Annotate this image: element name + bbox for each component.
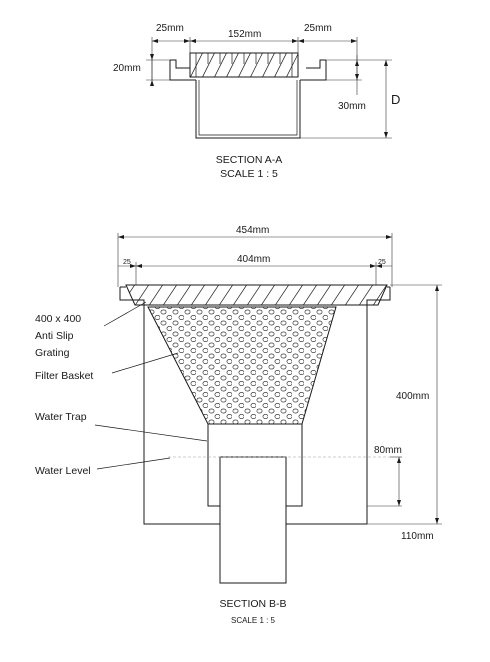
callout-grating-line3: Grating <box>35 347 70 359</box>
b-outlet-110-dim: 110mm <box>401 531 434 542</box>
callout-water-level: Water Level <box>35 465 91 477</box>
b-overall-dim: 454mm <box>236 225 269 236</box>
section-b-drawing <box>94 233 442 584</box>
a-depth-30-dim: 30mm <box>338 101 366 112</box>
section-a-scale: SCALE 1 : 5 <box>220 168 278 180</box>
section-a-drawing <box>146 37 392 139</box>
a-width-dim: 152mm <box>228 29 261 40</box>
callout-grating-line1: 400 x 400 <box>35 313 81 325</box>
a-right-flange-dim: 25mm <box>304 23 332 34</box>
callout-filter-basket: Filter Basket <box>35 370 93 382</box>
section-b-scale: SCALE 1 : 5 <box>231 616 276 625</box>
section-b-title: SECTION B-B <box>219 598 286 610</box>
callout-grating-line2: Anti Slip <box>35 330 74 342</box>
callout-water-trap: Water Trap <box>35 411 87 423</box>
b-height-400-dim: 400mm <box>396 391 429 402</box>
a-left-flange-dim: 25mm <box>156 23 184 34</box>
b-left-25-dim: 25 <box>123 259 131 266</box>
a-flange-height-dim: 20mm <box>113 63 141 74</box>
b-right-25-dim: 25 <box>378 259 386 266</box>
b-inner-dim: 404mm <box>237 254 270 265</box>
a-depth-d-dim: D <box>391 92 400 107</box>
section-a-title: SECTION A-A <box>216 154 283 166</box>
b-water-80-dim: 80mm <box>374 445 402 456</box>
